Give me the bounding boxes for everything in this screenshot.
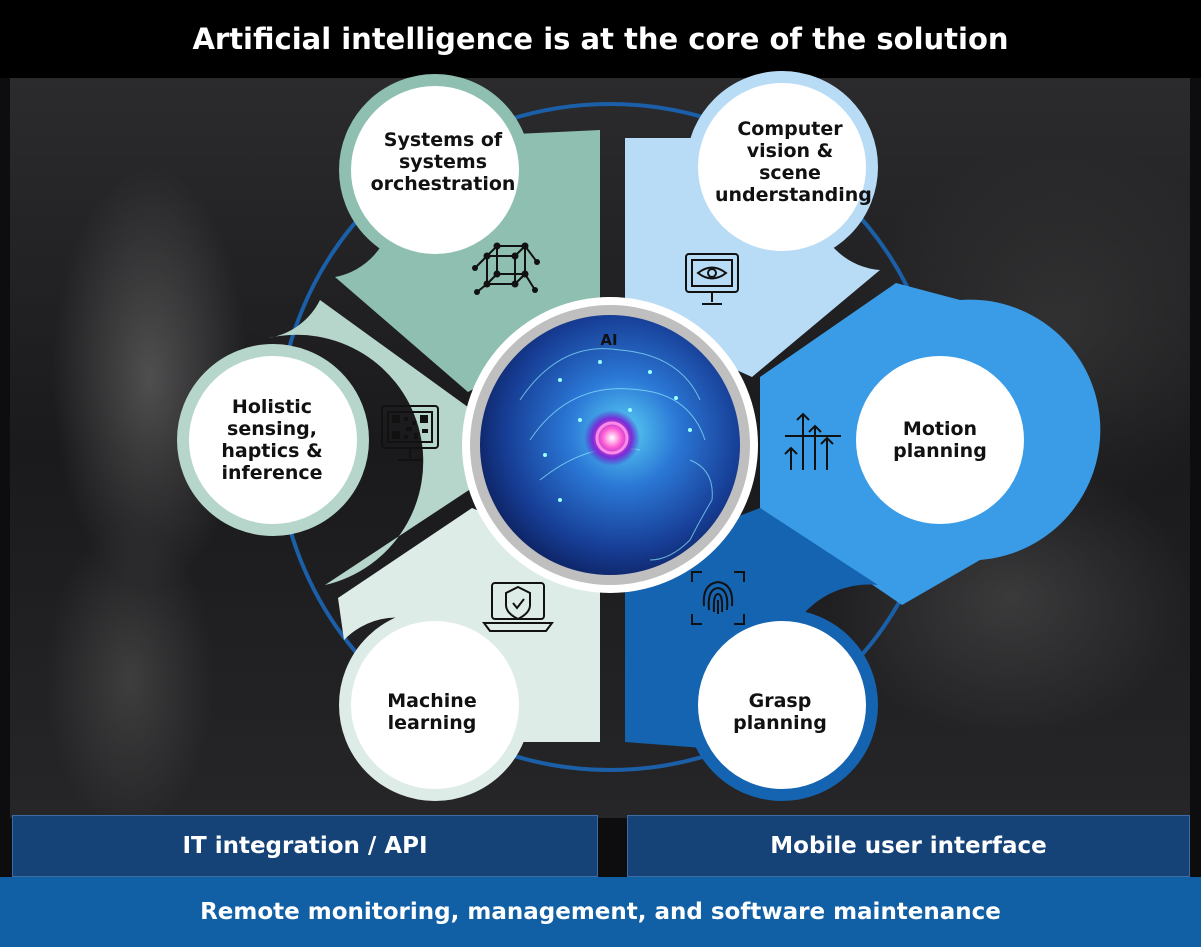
- ai-label: AI: [600, 331, 618, 349]
- ai-glow-orb: [584, 410, 640, 466]
- ai-glow-ring: [595, 421, 629, 455]
- label-circle-orchestration: [339, 74, 531, 266]
- segment-label-sensing: Holistic sensing, haptics & inference: [221, 396, 323, 484]
- monitor-qr-icon: [381, 405, 439, 461]
- segment-label-motion: Motion planning: [893, 418, 987, 462]
- label-circle-ml: [339, 609, 531, 801]
- segment-holistic-sensing: [268, 300, 472, 585]
- segment-label-vision: Computer vision & scene understanding: [715, 118, 872, 206]
- segment-label-orchestration: Systems of systems orchestration: [370, 129, 516, 195]
- label-circle-motion: [844, 344, 1036, 536]
- ai-brain-sparkles: [543, 360, 692, 502]
- it-integration-band: IT integration / API: [12, 815, 598, 877]
- label-circle-vision: [686, 71, 878, 263]
- laptop-shield-icon: [482, 582, 554, 632]
- motion-arrows-icon: [784, 412, 841, 470]
- fingerprint-scan-icon: [691, 571, 745, 625]
- label-circle-sensing: [177, 344, 369, 536]
- mobile-ui-band: Mobile user interface: [627, 815, 1190, 877]
- segment-label-ml: Machine learning: [387, 690, 477, 734]
- monitor-eye-icon: [685, 253, 739, 305]
- segment-label-grasp: Grasp planning: [733, 690, 827, 734]
- page-title: Artificial intelligence is at the core o…: [0, 0, 1201, 78]
- remote-monitoring-band: Remote monitoring, management, and softw…: [0, 877, 1201, 947]
- network-cube-icon: [472, 242, 540, 295]
- label-circle-grasp: [686, 609, 878, 801]
